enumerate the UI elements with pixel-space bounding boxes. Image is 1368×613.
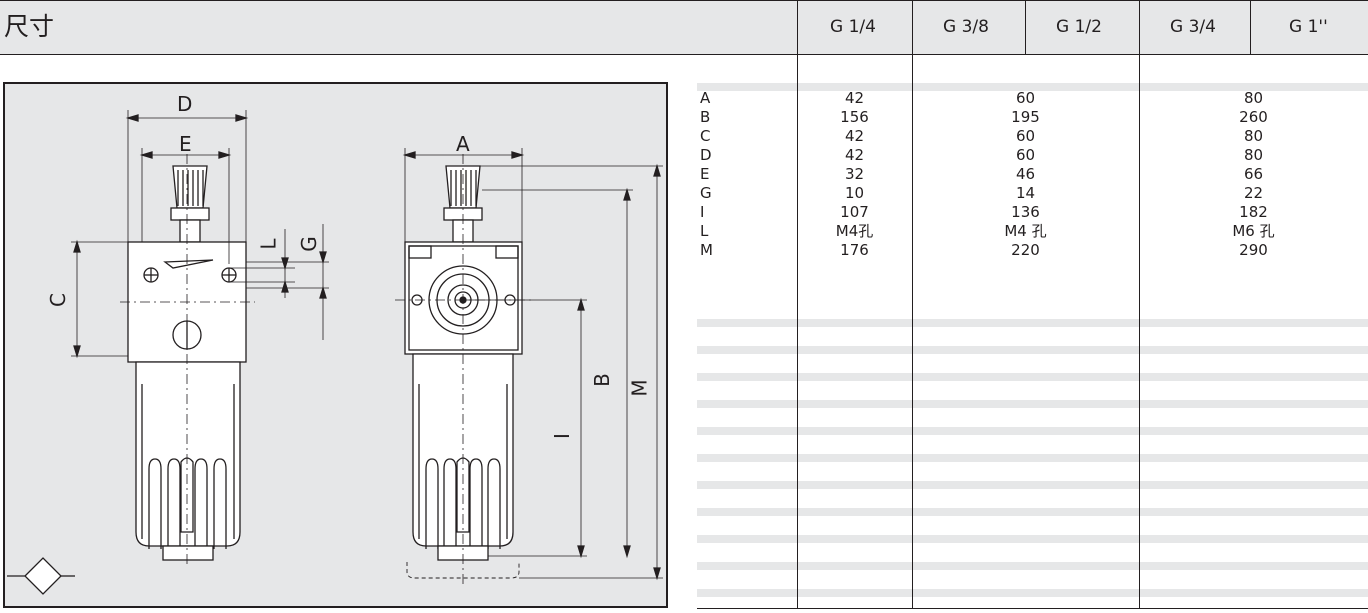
column-header-g12: G 1/2 xyxy=(1025,1,1139,54)
table-row: G 10 14 22 xyxy=(697,184,1368,202)
cell-g38-g12: 60 xyxy=(1015,146,1036,164)
dim-label-b: B xyxy=(589,373,614,387)
row-label: L xyxy=(700,222,709,240)
side-view xyxy=(71,110,329,564)
dim-label-l: L xyxy=(256,238,281,250)
cell-g14: 42 xyxy=(844,146,865,164)
cell-g14: 156 xyxy=(840,108,869,126)
cell-g34-g1: 182 xyxy=(1239,203,1268,221)
table-row: E 32 46 66 xyxy=(697,165,1368,183)
table-row: C 42 60 80 xyxy=(697,127,1368,145)
cell-g38-g12: 220 xyxy=(1011,241,1040,259)
header-bar: 尺寸 G 1/4 G 3/8 G 1/2 G 3/4 G 1'' xyxy=(0,0,1368,55)
dimension-table: A 42 60 80 B 156 195 260 C 42 60 80 D 42… xyxy=(697,55,1368,609)
row-stripe xyxy=(697,346,1368,354)
lubricator-dimension-drawing xyxy=(7,110,663,595)
column-divider xyxy=(1139,55,1140,609)
cell-g38-g12: 14 xyxy=(1015,184,1036,202)
row-stripe xyxy=(697,562,1368,570)
table-row: A 42 60 80 xyxy=(697,89,1368,107)
cell-g38-g12: M4 孔 xyxy=(1004,222,1047,240)
cell-g14: 176 xyxy=(840,241,869,259)
dim-label-d: D xyxy=(177,92,193,116)
row-label: G xyxy=(700,184,712,202)
row-stripe xyxy=(697,589,1368,597)
table-row: D 42 60 80 xyxy=(697,146,1368,164)
row-label: M xyxy=(700,241,713,259)
cell-g38-g12: 136 xyxy=(1011,203,1040,221)
cell-g34-g1: 66 xyxy=(1243,165,1264,183)
table-row: L M4孔 M4 孔 M6 孔 xyxy=(697,222,1368,240)
cell-g14: 107 xyxy=(840,203,869,221)
technical-drawing-panel: D E C L G A B M I xyxy=(3,82,668,608)
table-row: M 176 220 290 xyxy=(697,241,1368,259)
column-header-g38: G 3/8 xyxy=(912,1,1025,54)
table-row: B 156 195 260 xyxy=(697,108,1368,126)
row-label: E xyxy=(700,165,710,183)
row-stripe xyxy=(697,373,1368,381)
dim-label-e: E xyxy=(179,132,192,156)
row-label: A xyxy=(700,89,711,107)
column-header-g34: G 3/4 xyxy=(1139,1,1250,54)
front-view xyxy=(395,148,663,584)
cell-g38-g12: 195 xyxy=(1011,108,1040,126)
cell-g34-g1: 22 xyxy=(1243,184,1264,202)
cell-g34-g1: 80 xyxy=(1243,89,1264,107)
cell-g38-g12: 60 xyxy=(1015,127,1036,145)
cell-g14: 10 xyxy=(844,184,865,202)
dim-label-a: A xyxy=(456,132,470,156)
row-stripe xyxy=(697,400,1368,408)
cell-g34-g1: 290 xyxy=(1239,241,1268,259)
dim-label-i: I xyxy=(549,433,574,439)
row-stripe xyxy=(697,319,1368,327)
cell-g14: 42 xyxy=(844,89,865,107)
row-label: D xyxy=(700,146,712,164)
table-bottom-rule xyxy=(697,608,1368,609)
row-label: I xyxy=(700,203,705,221)
row-stripe xyxy=(697,83,1368,91)
cell-g14: 42 xyxy=(844,127,865,145)
row-stripe xyxy=(697,454,1368,462)
row-stripe xyxy=(697,535,1368,543)
cell-g38-g12: 60 xyxy=(1015,89,1036,107)
dim-label-c: C xyxy=(45,293,70,307)
cell-g34-g1: 80 xyxy=(1243,127,1264,145)
cell-g14: M4孔 xyxy=(835,222,874,240)
cell-g34-g1: 80 xyxy=(1243,146,1264,164)
column-header-g14: G 1/4 xyxy=(797,1,912,54)
row-stripe xyxy=(697,508,1368,516)
page-title: 尺寸 xyxy=(4,12,55,41)
dim-label-m: M xyxy=(627,379,652,397)
row-stripe xyxy=(697,481,1368,489)
column-header-g1: G 1'' xyxy=(1250,1,1368,54)
column-divider xyxy=(797,55,798,609)
dim-label-g: G xyxy=(296,236,321,252)
row-stripe xyxy=(697,427,1368,435)
column-divider xyxy=(912,55,913,609)
cell-g34-g1: M6 孔 xyxy=(1232,222,1275,240)
row-label: B xyxy=(700,108,711,126)
cell-g38-g12: 46 xyxy=(1015,165,1036,183)
cell-g14: 32 xyxy=(844,165,865,183)
lubricator-symbol-icon xyxy=(7,557,75,595)
cell-g34-g1: 260 xyxy=(1239,108,1268,126)
row-label: C xyxy=(700,127,711,145)
table-row: I 107 136 182 xyxy=(697,203,1368,221)
